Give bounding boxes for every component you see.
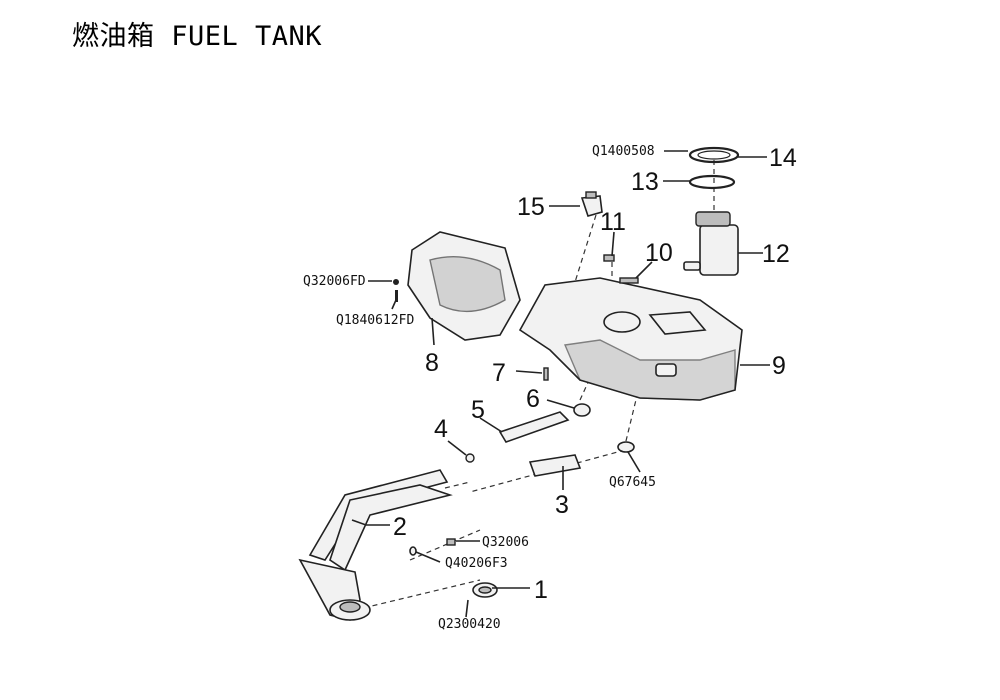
- callout-15: 15: [517, 193, 545, 221]
- code-q67645: Q67645: [609, 475, 656, 490]
- callout-9: 9: [772, 352, 786, 380]
- callout-6: 6: [526, 385, 540, 413]
- q32006-fastener-shape: [446, 538, 456, 546]
- part-13-gasket: [688, 174, 736, 190]
- callout-12: 12: [762, 240, 790, 268]
- callout-11: 11: [600, 208, 626, 236]
- code-q40206f3: Q40206F3: [445, 556, 508, 571]
- code-q32006: Q32006: [482, 535, 529, 550]
- code-q1400508: Q1400508: [592, 144, 655, 159]
- part-6-clamp: [573, 403, 591, 417]
- part-14-retaining-ring: [688, 146, 740, 164]
- part-5-vent-hose: [498, 411, 570, 443]
- callout-13: 13: [631, 168, 659, 196]
- callout-2: 2: [393, 513, 407, 541]
- part-9-fuel-tank: [518, 277, 743, 401]
- part-11-clip: [603, 254, 615, 262]
- part-1-fuel-cap: [472, 582, 498, 598]
- part-7-bolt: [543, 367, 549, 381]
- part-12-fuel-pump: [683, 211, 739, 276]
- callout-4: 4: [434, 415, 448, 443]
- q32006fd-fastener-shape: [393, 279, 399, 285]
- part-10-bracket: [619, 277, 639, 284]
- part-8-heat-shield: [407, 231, 521, 346]
- callout-10: 10: [645, 239, 673, 267]
- code-q1840612fd: Q1840612FD: [336, 313, 414, 328]
- part-4-clamp: [465, 453, 475, 463]
- q40206f3-fastener-shape: [409, 546, 417, 556]
- part-2-filler-pipe: [298, 469, 453, 621]
- code-q32006fd: Q32006FD: [303, 274, 366, 289]
- part-15-vent-valve: [580, 191, 603, 217]
- callout-1: 1: [534, 576, 548, 604]
- code-q2300420: Q2300420: [438, 617, 501, 632]
- leader-lines: [351, 150, 770, 618]
- q1840612fd-fastener-shape: [395, 290, 398, 302]
- callout-5: 5: [471, 396, 485, 424]
- callout-3: 3: [555, 491, 569, 519]
- callout-14: 14: [769, 144, 797, 172]
- page-title: 燃油箱 FUEL TANK: [72, 21, 323, 52]
- q67645-fastener-shape: [617, 441, 635, 453]
- callout-8: 8: [425, 349, 439, 377]
- callout-7: 7: [492, 359, 506, 387]
- part-3-hose: [528, 454, 582, 477]
